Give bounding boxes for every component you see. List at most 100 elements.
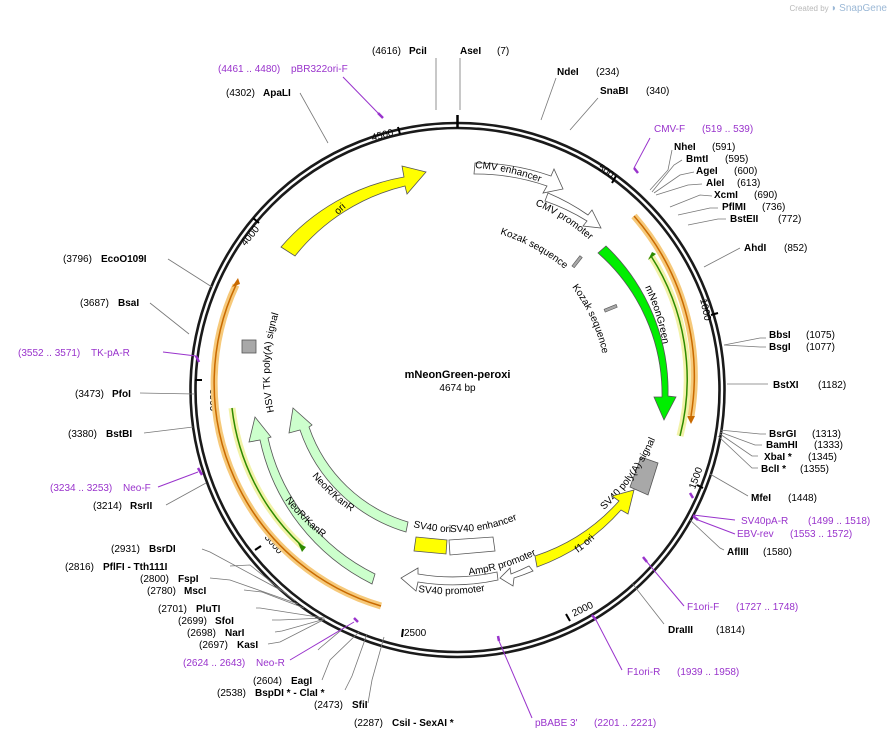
site-kasi[interactable]: KasI: [237, 640, 258, 651]
site-apali[interactable]: ApaLI: [263, 88, 291, 99]
site-sfoi-pos: (2699): [178, 616, 207, 627]
site-csii[interactable]: CsiI - SexAI *: [392, 718, 454, 729]
primer-neo-r[interactable]: Neo-R: [256, 658, 285, 669]
site-bsteii[interactable]: BstEII: [730, 214, 759, 225]
site-pluti-pos: (2701): [158, 604, 187, 615]
site-pflfi[interactable]: PflFI - Tth111I: [103, 562, 168, 573]
site-fspi-pos: (2800): [140, 574, 169, 585]
primer-sv40pa-r-range: (1499 .. 1518): [808, 516, 870, 527]
tick-label-1000: 1000: [697, 298, 712, 322]
feature-kozak-1-label: Kozak sequence: [499, 226, 570, 271]
site-xcmi[interactable]: XcmI: [714, 190, 738, 201]
site-mfei-pos: (1448): [788, 493, 817, 504]
site-ecoo109i[interactable]: EcoO109I: [101, 254, 147, 265]
feature-kozak-2-label: Kozak sequence: [570, 282, 611, 355]
site-bspdi[interactable]: BspDI * - ClaI *: [255, 688, 325, 699]
site-ndei[interactable]: NdeI: [557, 67, 579, 78]
site-bamhi-pos: (1333): [814, 440, 843, 451]
primer-markers: [157, 76, 736, 719]
primer-ebv-rev[interactable]: EBV-rev: [737, 529, 774, 540]
feature-mneongreen[interactable]: [597, 245, 677, 421]
primer-f1ori-r-range: (1939 .. 1958): [677, 667, 739, 678]
primer-neo-r-range: (2624 .. 2643): [183, 658, 245, 669]
site-sfoi[interactable]: SfoI: [215, 616, 234, 627]
site-bamhi[interactable]: BamHI: [766, 440, 798, 451]
site-nari-pos: (2698): [187, 628, 216, 639]
site-ahdi[interactable]: AhdI: [744, 243, 766, 254]
primer-tk-pa-r[interactable]: TK-pA-R: [91, 348, 130, 359]
feature-sv40-enhancer[interactable]: [448, 536, 496, 556]
site-nhei-pos: (591): [712, 142, 735, 153]
site-asei-pos: (7): [497, 46, 509, 57]
site-pcii[interactable]: PciI: [409, 46, 427, 57]
site-bbsi-pos: (1075): [806, 330, 835, 341]
site-nari[interactable]: NarI: [225, 628, 245, 639]
site-fspi[interactable]: FspI: [178, 574, 199, 585]
primer-pbr322ori-f[interactable]: pBR322ori-F: [291, 64, 348, 75]
primer-cmv-f[interactable]: CMV-F: [654, 124, 685, 135]
site-msci-pos: (2780): [147, 586, 176, 597]
primer-f1ori-f[interactable]: F1ori-F: [687, 602, 719, 613]
site-bsgi[interactable]: BsgI: [769, 342, 791, 353]
site-labels-left: (4302) ApaLI (3796) EcoO109I (3687) BsaI…: [63, 88, 454, 729]
feature-sv40-promoter-label: SV40 promoter: [418, 583, 487, 597]
site-agei[interactable]: AgeI: [696, 166, 718, 177]
feature-ampr-promoter[interactable]: [499, 565, 534, 587]
orf-arrowhead-left-inner: [298, 543, 306, 552]
site-pluti[interactable]: PluTI: [196, 604, 221, 615]
feature-neor-inner[interactable]: [288, 407, 409, 533]
site-eagi[interactable]: EagI: [291, 676, 312, 687]
site-bstxi[interactable]: BstXI: [773, 380, 799, 391]
site-bmti[interactable]: BmtI: [686, 154, 708, 165]
site-pfoi[interactable]: PfoI: [112, 389, 131, 400]
primer-pbabe3[interactable]: pBABE 3': [535, 718, 578, 729]
site-ndei-pos: (234): [596, 67, 619, 78]
feature-ori[interactable]: [280, 165, 427, 257]
site-bbsi[interactable]: BbsI: [769, 330, 791, 341]
site-afliii[interactable]: AflIII: [727, 547, 749, 558]
feature-sv40-ori[interactable]: [413, 536, 448, 555]
site-rsrii[interactable]: RsrII: [130, 501, 152, 512]
site-snabi[interactable]: SnaBI: [600, 86, 629, 97]
site-bstbi[interactable]: BstBI: [106, 429, 132, 440]
feature-kozak-1[interactable]: [571, 255, 583, 269]
primer-f1ori-r[interactable]: F1ori-R: [627, 667, 660, 678]
site-msci[interactable]: MscI: [184, 586, 206, 597]
site-snabi-pos: (340): [646, 86, 669, 97]
site-bsrdi-pos: (2931): [111, 544, 140, 555]
feature-sv40-ori-label: SV40 ori: [412, 519, 451, 535]
tick-marks: [195, 126, 719, 638]
site-bcli[interactable]: BclI *: [761, 464, 786, 475]
feature-neor-outer[interactable]: [248, 416, 376, 585]
primer-tk-pa-r-range: (3552 .. 3571): [18, 348, 80, 359]
site-asei[interactable]: AseI: [460, 46, 481, 57]
feature-kozak-2[interactable]: [603, 304, 618, 313]
feature-sv40-polya[interactable]: [629, 456, 659, 496]
feature-f1-ori[interactable]: [534, 489, 635, 568]
orf-arc-left-inner-line: [231, 407, 303, 547]
site-sfii[interactable]: SfiI: [352, 700, 368, 711]
site-nhei[interactable]: NheI: [674, 142, 696, 153]
site-labels-top: (4616) PciI AseI (7): [372, 46, 509, 57]
site-bsai[interactable]: BsaI: [118, 298, 139, 309]
primer-labels: (4461 .. 4480) pBR322ori-F CMV-F (519 ..…: [18, 64, 870, 729]
site-mfei[interactable]: MfeI: [751, 493, 771, 504]
primer-neo-f[interactable]: Neo-F: [123, 483, 151, 494]
feature-sv40-promoter[interactable]: [400, 567, 499, 592]
site-bsrdi[interactable]: BsrDI: [149, 544, 176, 555]
feature-hsv-tk-polya[interactable]: [241, 339, 257, 354]
site-afliii-pos: (1580): [763, 547, 792, 558]
watermark-created-by: Created by: [789, 4, 829, 13]
site-pflmi[interactable]: PflMI: [722, 202, 746, 213]
feature-cmv-promoter[interactable]: [544, 192, 602, 229]
site-bsrgi[interactable]: BsrGI: [769, 429, 796, 440]
site-alei[interactable]: AleI: [706, 178, 725, 189]
site-draiii[interactable]: DraIII: [668, 625, 693, 636]
site-xbai[interactable]: XbaI *: [764, 452, 792, 463]
primer-sv40pa-r[interactable]: SV40pA-R: [741, 516, 788, 527]
primer-cmv-f-range: (519 .. 539): [702, 124, 753, 135]
orf-arrowhead-left-outer: [232, 278, 240, 287]
feature-cmv-enhancer[interactable]: [473, 162, 564, 194]
site-bmti-pos: (595): [725, 154, 748, 165]
